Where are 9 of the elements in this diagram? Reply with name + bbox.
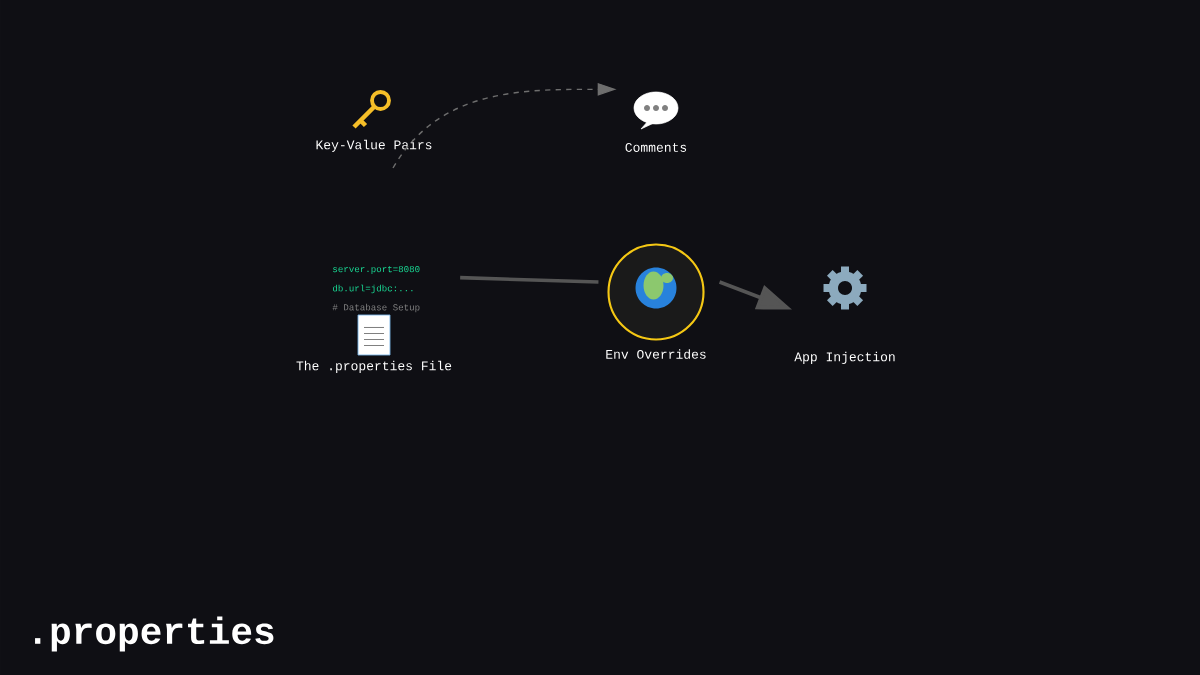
code-line: server.port=8080 [333, 266, 420, 274]
title: .properties [35, 616, 274, 652]
node-label: Key-Value Pairs [316, 139, 432, 152]
node-label: Comments [625, 143, 687, 152]
code-line: # Database Setup [332, 303, 420, 313]
code-line: db.url=jdbc:... [332, 284, 413, 294]
node-label: The .properties File [296, 360, 452, 373]
node-label: Env Overrides [606, 349, 706, 359]
node-label: App Injection [794, 351, 895, 364]
